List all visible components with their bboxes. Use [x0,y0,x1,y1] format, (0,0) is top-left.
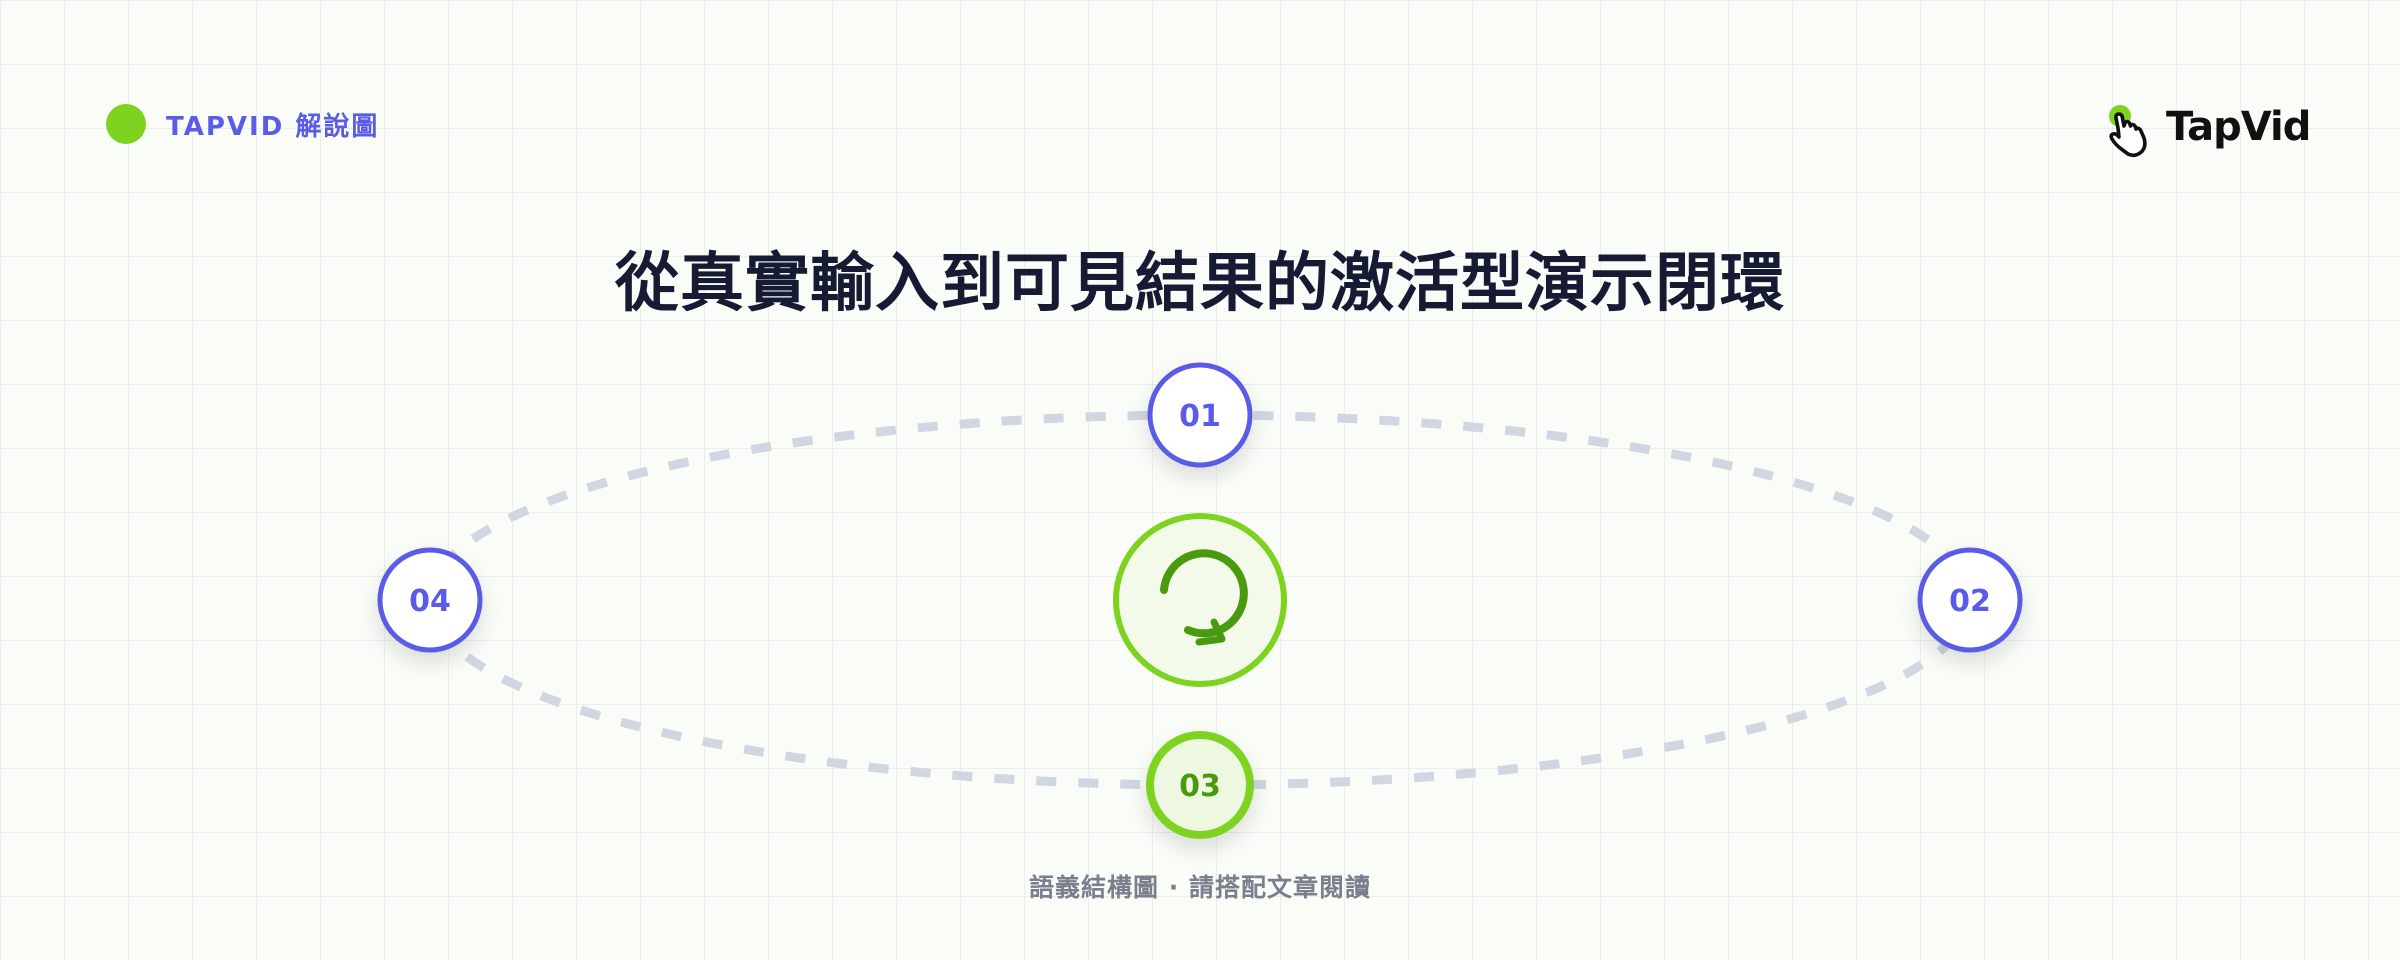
tap-hand-icon [2109,105,2147,158]
logo-wordmark: TapVid [2166,104,2311,150]
step-label-02: 02 [1949,584,1991,619]
step-node-01: 01 [1147,362,1253,468]
center-hub [1113,513,1287,687]
step-label-04: 04 [409,584,451,619]
step-node-02: 02 [1917,547,2023,653]
badge-dot-icon [106,104,146,144]
step-node-04: 04 [377,547,483,653]
step-label-03: 03 [1179,769,1221,804]
step-label-01: 01 [1179,399,1221,434]
header-badge: TAPVID 解說圖 [106,104,379,144]
badge-label: TAPVID 解說圖 [166,111,380,142]
tapvid-logo: TapVid [2104,98,2311,162]
refresh-cycle-icon [1160,549,1248,646]
footer-caption: 語義結構圖 · 請搭配文章閱讀 [1029,873,1371,902]
step-node-03: 03 [1146,731,1254,839]
page-title: 從真實輸入到可見結果的激活型演示閉環 [615,247,1785,321]
